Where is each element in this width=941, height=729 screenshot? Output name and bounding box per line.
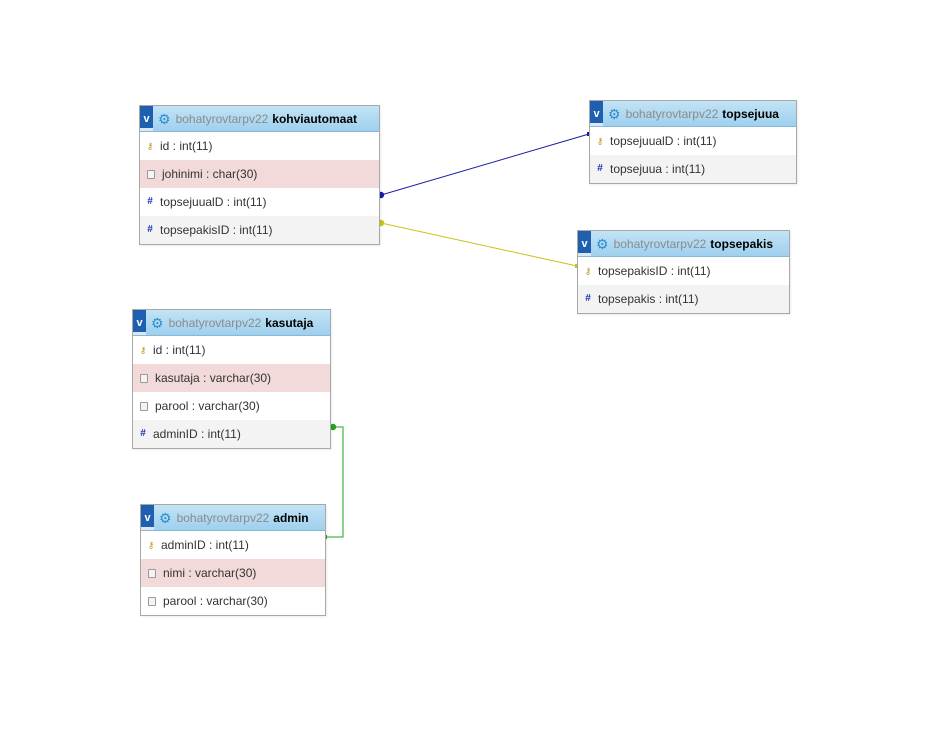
field-icon — [140, 401, 148, 411]
table-row[interactable]: # adminID : int(11) — [133, 420, 330, 448]
relation-line — [380, 222, 578, 267]
table-name: kasutaja — [265, 315, 314, 330]
database-name: bohatyrovtarpv22 — [168, 315, 262, 330]
table-name: topsejuua — [722, 106, 779, 121]
gear-icon[interactable]: ⚙ — [158, 110, 171, 127]
table-row[interactable]: johinimi : char(30) — [140, 160, 379, 188]
table-row[interactable]: # topsepakisID : int(11) — [140, 216, 379, 244]
field-label: parool : varchar(30) — [155, 399, 260, 413]
toggle-columns-button[interactable]: v — [141, 505, 154, 530]
field-label: topsepakisID : int(11) — [598, 264, 711, 278]
toggle-columns-button[interactable]: v — [133, 310, 146, 335]
toggle-columns-button[interactable]: v — [590, 101, 603, 126]
primary-key-icon: ⚷ — [146, 140, 154, 151]
field-label: nimi : varchar(30) — [163, 566, 257, 580]
field-icon — [148, 596, 156, 606]
table-row[interactable]: ⚷ topsejuualD : int(11) — [590, 127, 796, 155]
relation-line — [380, 133, 590, 196]
index-icon: # — [597, 163, 603, 174]
table-row[interactable]: # topsepakis : int(11) — [578, 285, 789, 313]
database-name: bohatyrovtarpv22 — [176, 510, 270, 525]
field-label: id : int(11) — [160, 139, 213, 153]
table-row[interactable]: # topsejuualD : int(11) — [140, 188, 379, 216]
field-label: parool : varchar(30) — [163, 594, 268, 608]
index-icon: # — [147, 224, 153, 235]
table-row[interactable]: nimi : varchar(30) — [141, 559, 325, 587]
table-row[interactable]: kasutaja : varchar(30) — [133, 364, 330, 392]
toggle-columns-button[interactable]: v — [140, 106, 153, 131]
index-icon: # — [140, 428, 146, 439]
table-row[interactable]: parool : varchar(30) — [133, 392, 330, 420]
index-icon: # — [147, 196, 153, 207]
field-icon — [147, 169, 155, 179]
gear-icon[interactable]: ⚙ — [159, 509, 172, 526]
primary-key-icon: ⚷ — [596, 135, 604, 146]
table-row[interactable]: parool : varchar(30) — [141, 587, 325, 615]
field-label: adminID : int(11) — [153, 427, 241, 441]
primary-key-icon: ⚷ — [139, 344, 147, 355]
relation-endpoint-dot — [329, 423, 337, 431]
field-label: kasutaja : varchar(30) — [155, 371, 272, 385]
index-icon: # — [585, 293, 591, 304]
primary-key-icon: ⚷ — [584, 265, 592, 276]
relation-line — [325, 426, 344, 538]
field-icon — [148, 568, 156, 578]
gear-icon[interactable]: ⚙ — [151, 314, 164, 331]
database-name: bohatyrovtarpv22 — [175, 111, 269, 126]
field-label: topsejuua : int(11) — [610, 162, 706, 176]
toggle-columns-button[interactable]: v — [578, 231, 591, 256]
field-label: johinimi : char(30) — [162, 167, 258, 181]
table-name: kohviautomaat — [272, 111, 357, 126]
table-name: topsepakis — [710, 236, 773, 251]
field-label: adminID : int(11) — [161, 538, 249, 552]
database-name: bohatyrovtarpv22 — [613, 236, 707, 251]
table-row[interactable]: ⚷ topsepakisID : int(11) — [578, 257, 789, 285]
table-row[interactable]: ⚷ adminID : int(11) — [141, 531, 325, 559]
table-row[interactable]: ⚷ id : int(11) — [133, 336, 330, 364]
gear-icon[interactable]: ⚙ — [608, 105, 621, 122]
field-label: topsepakisID : int(11) — [160, 223, 273, 237]
table-row[interactable]: ⚷ id : int(11) — [140, 132, 379, 160]
field-label: topsejuualD : int(11) — [160, 195, 267, 209]
field-label: topsepakis : int(11) — [598, 292, 699, 306]
gear-icon[interactable]: ⚙ — [596, 235, 609, 252]
field-label: topsejuualD : int(11) — [610, 134, 717, 148]
field-label: id : int(11) — [153, 343, 206, 357]
table-row[interactable]: # topsejuua : int(11) — [590, 155, 796, 183]
table-name: admin — [273, 510, 309, 525]
primary-key-icon: ⚷ — [147, 539, 155, 550]
database-name: bohatyrovtarpv22 — [625, 106, 719, 121]
field-icon — [140, 373, 148, 383]
